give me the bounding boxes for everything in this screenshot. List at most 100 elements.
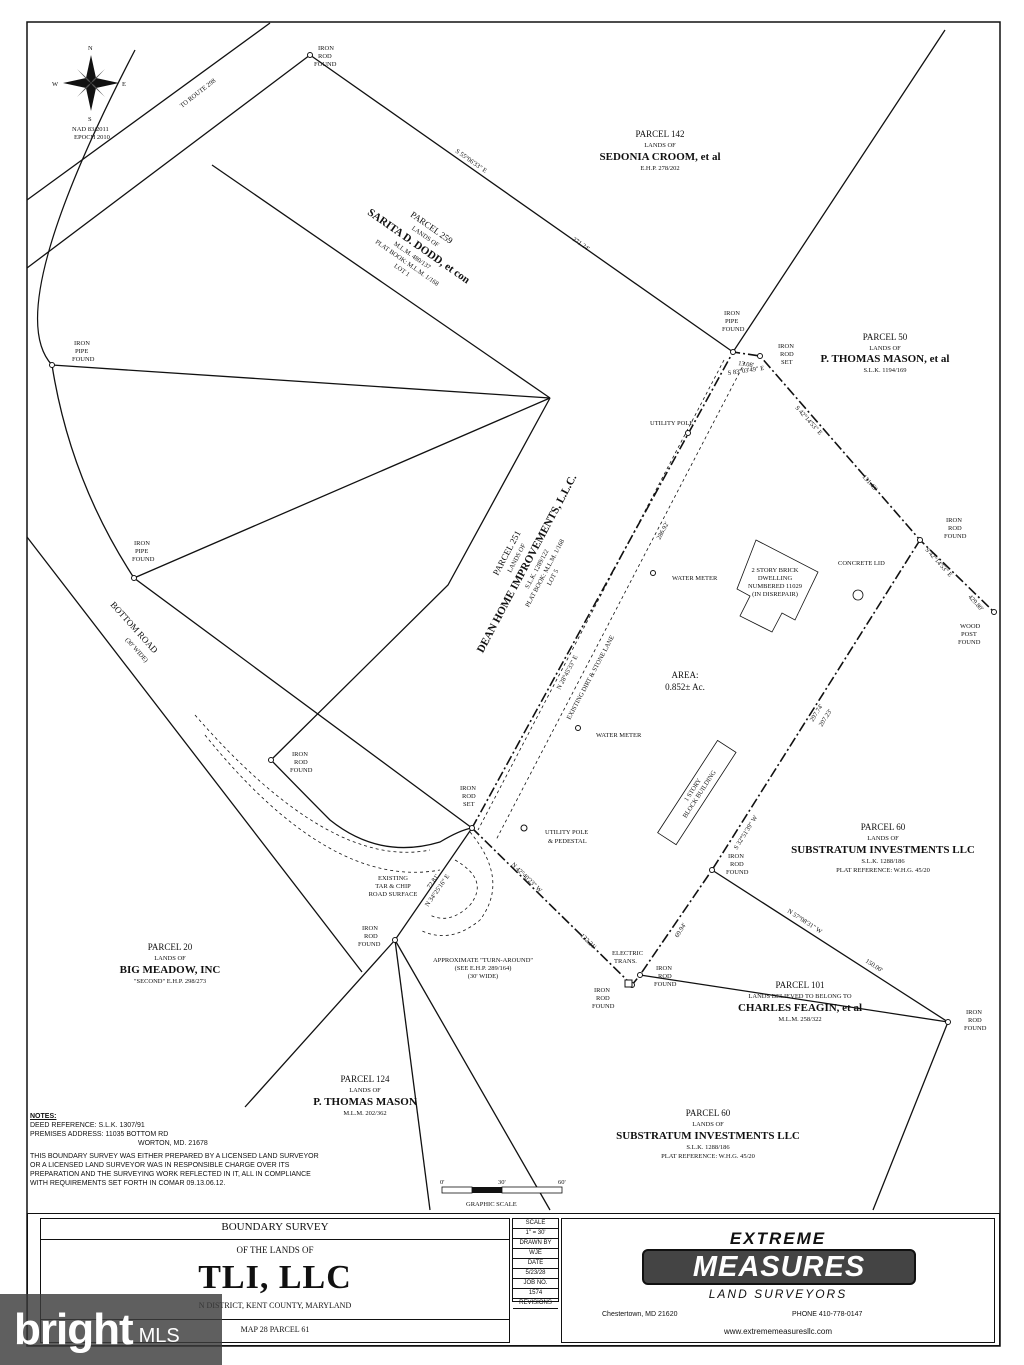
svg-text:BIG MEADOW, INC: BIG MEADOW, INC — [120, 964, 221, 976]
concrete-lid-label: CONCRETE LID — [838, 560, 885, 567]
title-block: BOUNDARY SURVEY OF THE LANDS OF TLI, LLC… — [27, 1213, 1000, 1346]
svg-text:IRON: IRON — [656, 965, 672, 972]
svg-text:ELECTRIC: ELECTRIC — [612, 950, 643, 957]
svg-text:FOUND: FOUND — [726, 869, 749, 876]
svg-text:CONCRETE LID: CONCRETE LID — [838, 560, 885, 567]
svg-text:PARCEL 101: PARCEL 101 — [775, 980, 824, 990]
svg-text:IRON: IRON — [724, 310, 740, 317]
distance-b11: 69.94' — [674, 922, 688, 939]
svg-text:ROD: ROD — [780, 351, 794, 358]
svg-text:ROD: ROD — [730, 861, 744, 868]
graphic-scale: 0' 30' 60' GRAPHIC SCALE — [440, 1179, 566, 1208]
water-meter-icon — [650, 570, 656, 576]
svg-text:IRON: IRON — [460, 785, 476, 792]
parcel-60-north-label: PARCEL 60 LANDS OF SUBSTRATUM INVESTMENT… — [791, 822, 975, 874]
watermark-brand: bright — [14, 1304, 134, 1354]
svg-text:PARCEL 60: PARCEL 60 — [686, 1108, 731, 1118]
utility-pedestal-icon — [520, 824, 528, 832]
svg-text:FOUND: FOUND — [132, 556, 155, 563]
sheet-border — [26, 21, 1001, 1347]
concrete-lid-icon — [852, 589, 864, 601]
iron-rod-set-icon — [757, 353, 763, 359]
of-lands-label: OF THE LANDS OF — [236, 1245, 314, 1255]
svg-text:PLAT REFERENCE: W.H.G. 45/20: PLAT REFERENCE: W.H.G. 45/20 — [661, 1153, 755, 1160]
parcel-259-label: PARCEL 259 LANDS OF SARITA D. DODD, et c… — [365, 206, 472, 287]
svg-text:WATER METER: WATER METER — [596, 732, 642, 739]
svg-text:AREA:: AREA: — [672, 670, 699, 680]
iron-rod-set-icon — [469, 825, 475, 831]
distance-b4: 131.43' — [861, 474, 879, 493]
firm-website[interactable]: www.extrememeasuresllc.com — [723, 1327, 833, 1336]
parcel-124-label: PARCEL 124 LANDS OF P. THOMAS MASON M.L.… — [313, 1074, 417, 1117]
svg-text:PIPE: PIPE — [135, 548, 148, 555]
utility-pedestal-label: UTILITY POLE& PEDESTAL — [545, 829, 588, 845]
map-parcel: MAP 28 PARCEL 61 — [240, 1325, 310, 1334]
distance-b6: 286.92' — [656, 521, 671, 541]
distance-b9: 150.00' — [864, 958, 884, 974]
svg-text:(SEE E.H.P. 289/164): (SEE E.H.P. 289/164) — [455, 965, 512, 972]
svg-text:LANDS BELIEVED TO BELONG TO: LANDS BELIEVED TO BELONG TO — [748, 993, 851, 1000]
water-meter-icon — [575, 725, 581, 731]
svg-text:IRON: IRON — [74, 340, 90, 347]
scale-label: SCALE — [513, 1219, 558, 1229]
svg-text:ROD: ROD — [948, 525, 962, 532]
svg-text:PARCEL 20: PARCEL 20 — [148, 942, 193, 952]
svg-text:TAR & CHIP: TAR & CHIP — [375, 883, 411, 890]
svg-text:"SECOND" E.H.P. 298/273: "SECOND" E.H.P. 298/273 — [134, 978, 206, 985]
firm-panel: EXTREME MEASURES LAND SURVEYORS Chestert… — [561, 1218, 995, 1343]
distance-b10: 122.21' — [579, 932, 598, 950]
bright-mls-watermark: bright MLS — [0, 1294, 222, 1365]
iron-rod-found-icon — [945, 1019, 951, 1025]
svg-text:30': 30' — [498, 1179, 506, 1186]
svg-text:ROD: ROD — [294, 759, 308, 766]
firm-phone: PHONE 410-778-0147 — [792, 1311, 863, 1318]
svg-text:IRON: IRON — [134, 540, 150, 547]
svg-text:NUMBERED 11029: NUMBERED 11029 — [748, 583, 802, 590]
north-arrow-icon — [63, 55, 119, 111]
svg-text:SEDONIA CROOM, et al: SEDONIA CROOM, et al — [600, 151, 721, 163]
svg-text:FOUND: FOUND — [944, 533, 967, 540]
svg-text:PARCEL 60: PARCEL 60 — [861, 822, 906, 832]
title-panel: BOUNDARY SURVEY OF THE LANDS OF TLI, LLC… — [40, 1218, 510, 1343]
svg-text:IRON: IRON — [778, 343, 794, 350]
job-value: 1574 — [513, 1289, 558, 1299]
svg-text:ROD: ROD — [318, 53, 332, 60]
svg-text:0': 0' — [440, 1179, 444, 1186]
deed-reference: DEED REFERENCE: S.L.K. 1307/91 — [30, 1122, 145, 1129]
iron-rod-found-icon — [268, 757, 274, 763]
svg-text:P. THOMAS MASON, et al: P. THOMAS MASON, et al — [821, 353, 950, 365]
svg-text:SET: SET — [463, 801, 475, 808]
firm-logo-line1: EXTREME — [729, 1229, 827, 1248]
district-label: N DISTRICT, KENT COUNTY, MARYLAND — [198, 1301, 352, 1310]
bearing-b4: S 42°14'53" E — [794, 405, 824, 437]
parcel-50-label: PARCEL 50 LANDS OF P. THOMAS MASON, et a… — [821, 332, 950, 374]
parcel-251-label: PARCEL 251 LANDS OF DEAN HOME IMPROVEMEN… — [475, 472, 580, 655]
iron-rod-found-icon — [307, 52, 313, 58]
parcel-20-label: PARCEL 20 LANDS OF BIG MEADOW, INC "SECO… — [120, 942, 221, 985]
scale-value: 1" = 30' — [513, 1229, 558, 1239]
svg-text:GRAPHIC SCALE: GRAPHIC SCALE — [466, 1201, 517, 1208]
svg-text:FOUND: FOUND — [72, 356, 95, 363]
svg-text:DEAN HOME IMPROVEMENTS, L.L.C.: DEAN HOME IMPROVEMENTS, L.L.C. — [475, 472, 580, 655]
parcel-101-label: PARCEL 101 LANDS BELIEVED TO BELONG TO C… — [738, 980, 862, 1023]
svg-text:SUBSTRATUM INVESTMENTS LLC: SUBSTRATUM INVESTMENTS LLC — [791, 844, 975, 856]
meta-panel: SCALE 1" = 30' DRAWN BY WJE DATE 5/23/28… — [512, 1218, 559, 1309]
utility-pole-label: UTILITY POLE — [650, 420, 693, 427]
svg-text:LANDS OF: LANDS OF — [154, 955, 186, 962]
svg-text:FOUND: FOUND — [358, 941, 381, 948]
svg-text:& PEDESTAL: & PEDESTAL — [548, 838, 587, 845]
distance-b1: 271.24' — [571, 236, 591, 253]
svg-text:FOUND: FOUND — [592, 1003, 615, 1010]
svg-text:IRON: IRON — [362, 925, 378, 932]
